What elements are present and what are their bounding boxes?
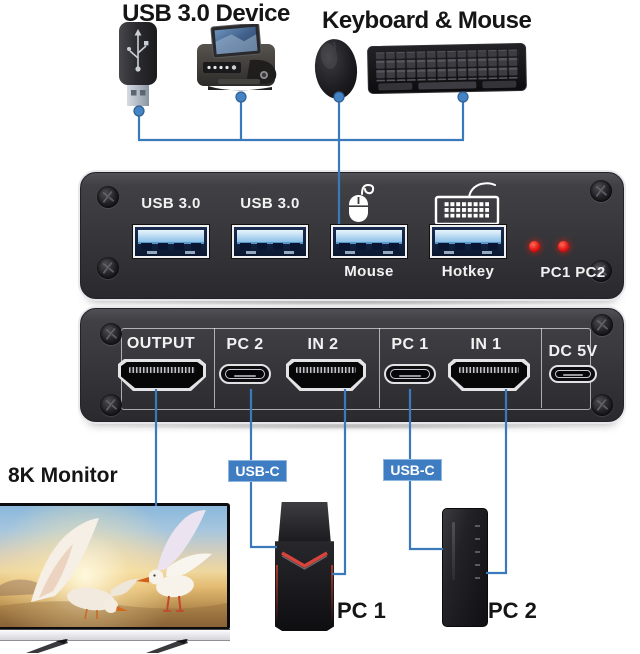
screw-icon [97,257,119,279]
mouse-port-icon [349,183,375,222]
screw-icon [100,323,122,345]
output-label: OUTPUT [126,335,196,352]
monitor-screen [0,506,227,627]
pc1-accent-glow [331,564,333,622]
pc2-tower [442,508,488,627]
pc2-usbc-label: PC 2 [226,336,264,353]
kvm-back-panel: OUTPUT PC 2 IN 2 PC 1 IN 1 DC 5V [80,308,624,422]
screw-icon [590,180,612,202]
screw-icon [100,394,122,416]
usb-stick-icon [119,22,157,106]
keyboard-port-icon [434,182,500,226]
pc2-drive-slot [452,522,455,580]
screw-icon [591,394,613,416]
monitor [0,503,230,630]
in2-hdmi-label: IN 2 [307,336,339,353]
mouse-icon [314,39,358,99]
usbc-power-port [549,365,597,383]
section-divider [379,328,380,408]
section-divider [541,328,542,408]
usb3-port1-label: USB 3.0 [141,195,201,212]
printer-icon [197,24,277,91]
led-labels: PC1 PC2 [518,264,628,281]
usbc-cable-badge-2: USB-C [383,459,442,481]
pc1-accent-glow [276,564,278,622]
usbc-cable-badge-1: USB-C [228,460,287,482]
in1-hdmi-label: IN 1 [470,336,502,353]
pc2-led-indicator [558,241,569,252]
keyboard-mouse-title: Keyboard & Mouse [322,7,532,34]
pc2-front-ports [475,525,480,583]
monitor-label: 8K Monitor [8,464,118,487]
hotkey-port-label: Hotkey [441,263,495,280]
screw-icon [97,186,119,208]
hdmi-in1-port [448,359,530,391]
section-divider [214,328,215,408]
kvm-front-panel: USB 3.0 USB 3.0 Mouse Hotkey [80,172,624,299]
pc1-tower-top [277,502,332,546]
screw-icon [590,260,612,282]
keyboard-icon [367,42,527,95]
mouse-port-label: Mouse [344,263,394,280]
hdmi-output-port [118,359,206,391]
pc1-red-chevron [281,551,328,570]
usb-a-port-hotkey [430,225,506,258]
usbc-pc1-port [384,364,436,384]
usbc-pc2-port [219,364,271,384]
screw-icon [591,314,613,336]
usb-a-port-mouse [331,225,407,258]
usb3-port2-label: USB 3.0 [240,195,300,212]
usb-a-port-2 [232,225,308,258]
monitor-stand-bar [0,629,230,641]
panel-shadow [110,423,590,430]
dc5v-label: DC 5V [548,343,598,360]
pc1-label: PC 1 [337,598,386,623]
monitor-feet [26,639,188,653]
seagulls-image [0,510,227,627]
usb-a-port-1 [133,225,209,258]
pc2-label: PC 2 [488,598,537,623]
pc1-led-label: PC1 [540,264,571,281]
panel-shadow [110,299,590,306]
pc1-led-indicator [529,241,540,252]
pc2-led-label: PC2 [575,264,606,281]
pc1-usbc-label: PC 1 [391,336,429,353]
hdmi-in2-port [286,359,366,391]
pc1-tower [275,502,334,633]
